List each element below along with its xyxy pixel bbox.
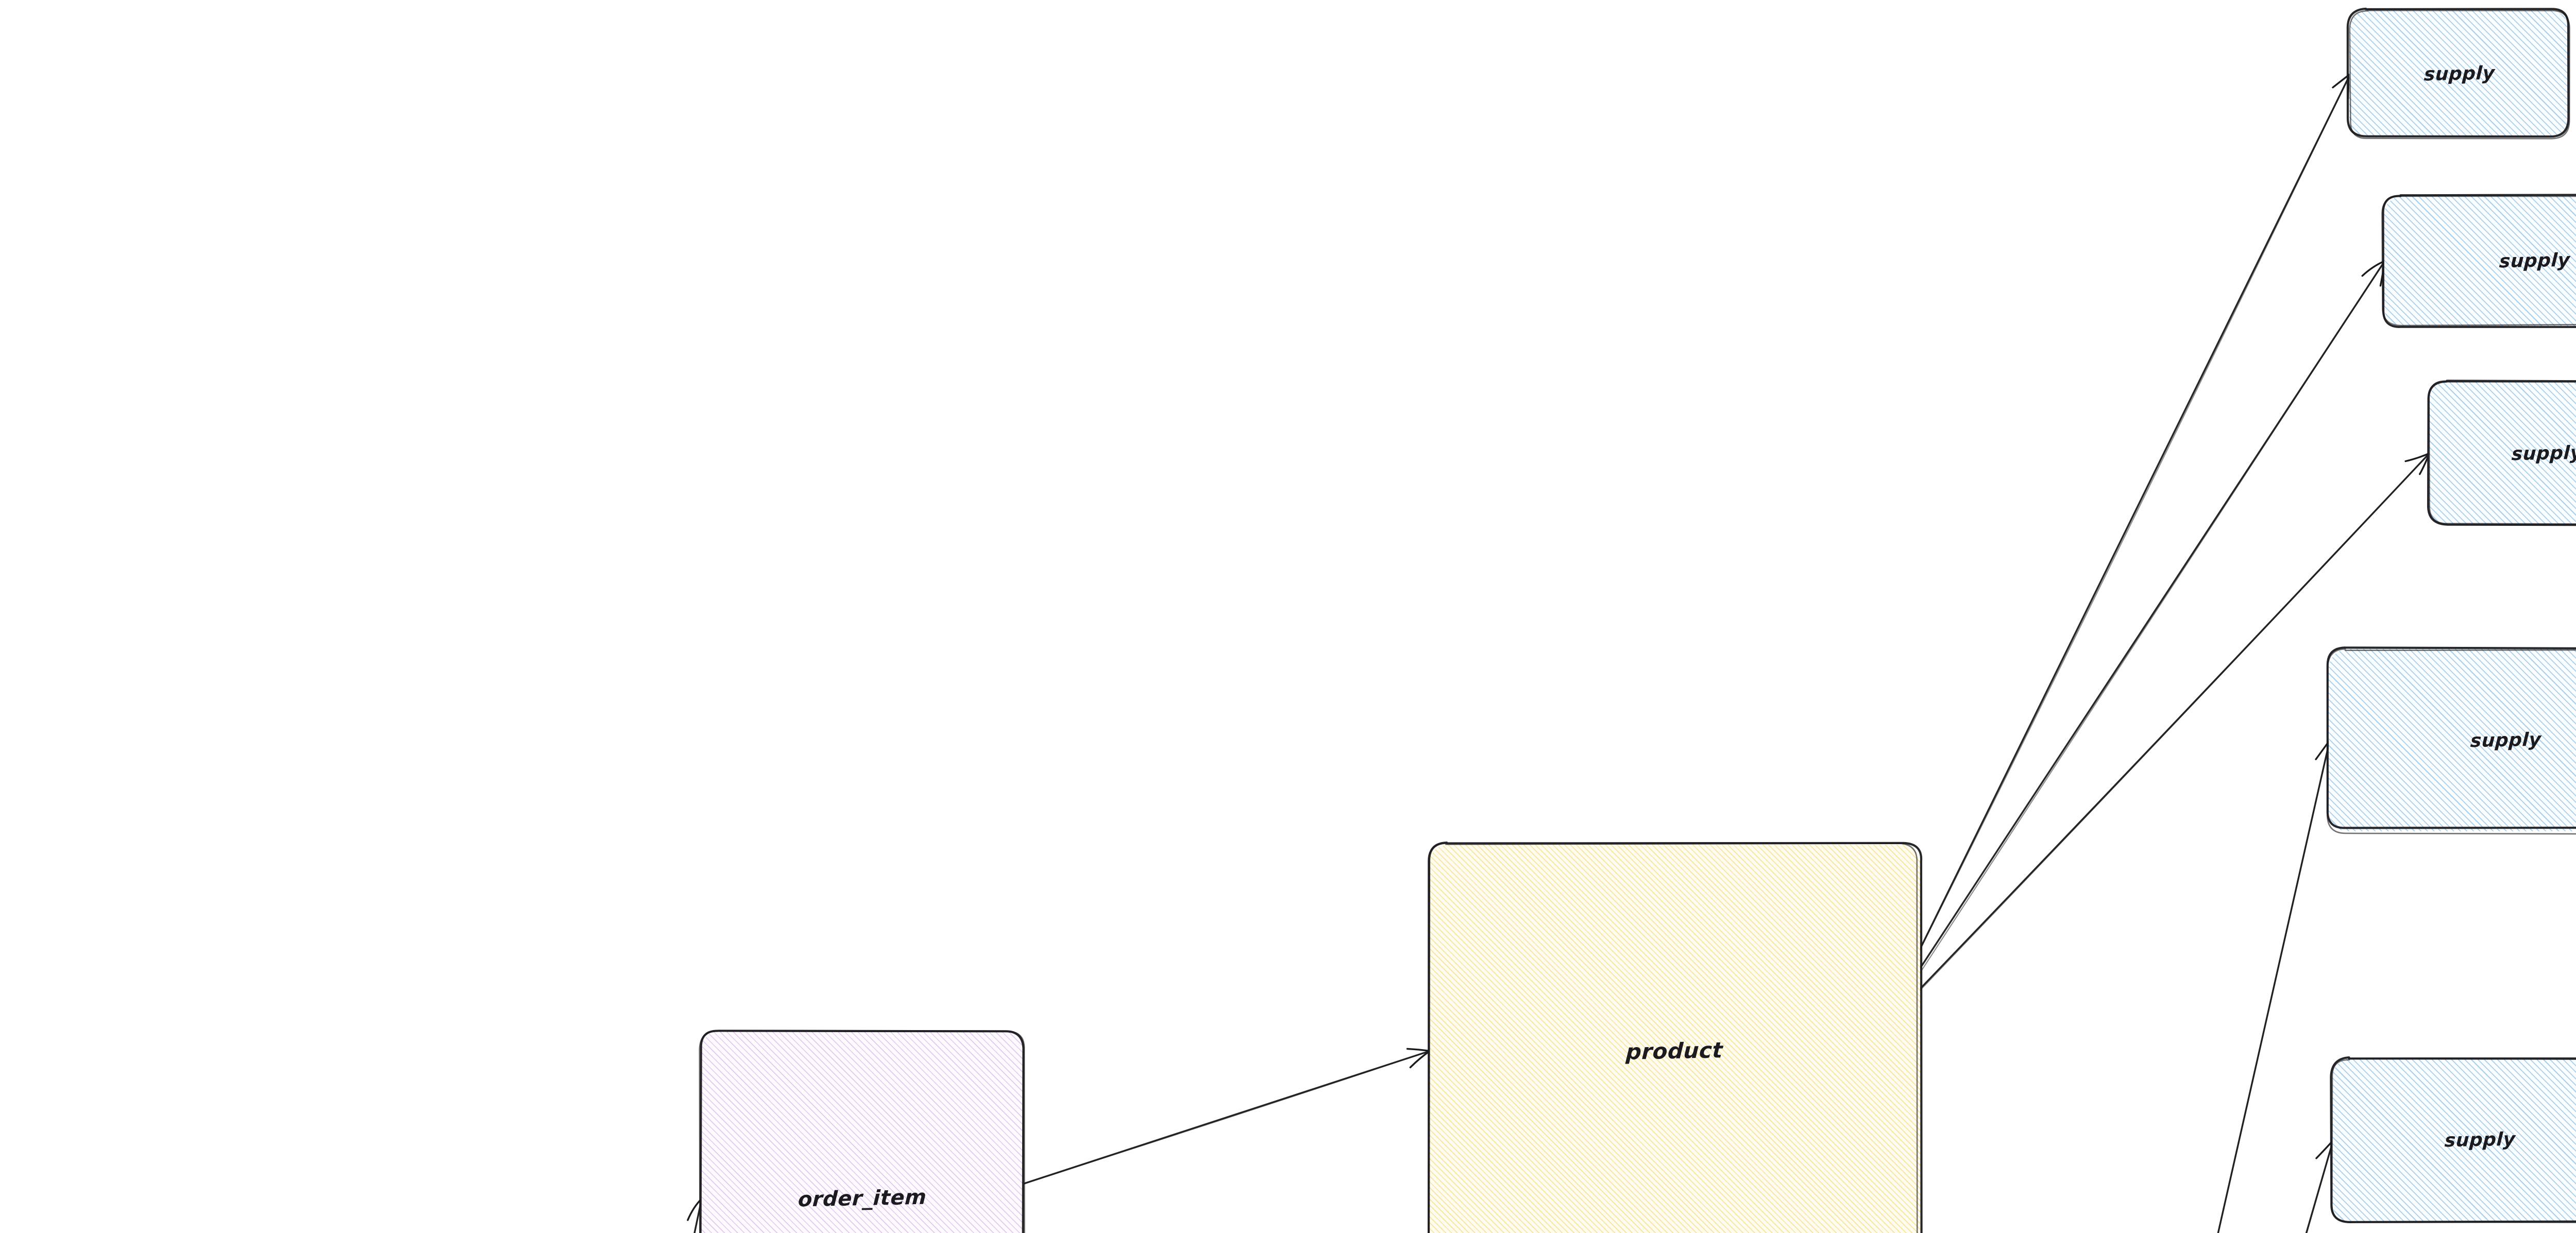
node-supply_4[interactable]: supply — [2326, 646, 2576, 835]
node-supply_5[interactable]: supply — [2329, 1056, 2576, 1223]
node-supply_3[interactable]: supply — [2427, 380, 2576, 526]
node-supply_2[interactable]: supply — [2381, 194, 2576, 329]
node-product_1[interactable]: product — [1428, 842, 1923, 1233]
node-supply_1[interactable]: supply — [2346, 7, 2570, 140]
edge-product_2-to-supply_4 — [2217, 739, 2334, 1233]
edge-order_item_1-to-product_1 — [1021, 1048, 1431, 1186]
node-label-product_1: product — [1625, 1037, 1724, 1065]
node-label-supply_5: supply — [2444, 1129, 2516, 1152]
node-label-supply_2: supply — [2499, 249, 2571, 272]
node-order_item_1[interactable]: order_item — [699, 1029, 1025, 1233]
edge-order-to-order_item_1 — [687, 1197, 710, 1233]
node-label-supply_3: supply — [2511, 442, 2576, 465]
node-label-order_item_1: order_item — [797, 1185, 927, 1212]
edge-product_1-to-supply_1 — [1917, 73, 2351, 955]
node-label-supply_4: supply — [2469, 729, 2542, 751]
node-label-supply_1: supply — [2423, 62, 2496, 85]
edge-product_1-to-supply_2 — [1917, 260, 2386, 974]
edge-product_2-to-supply_5 — [2305, 1139, 2340, 1233]
